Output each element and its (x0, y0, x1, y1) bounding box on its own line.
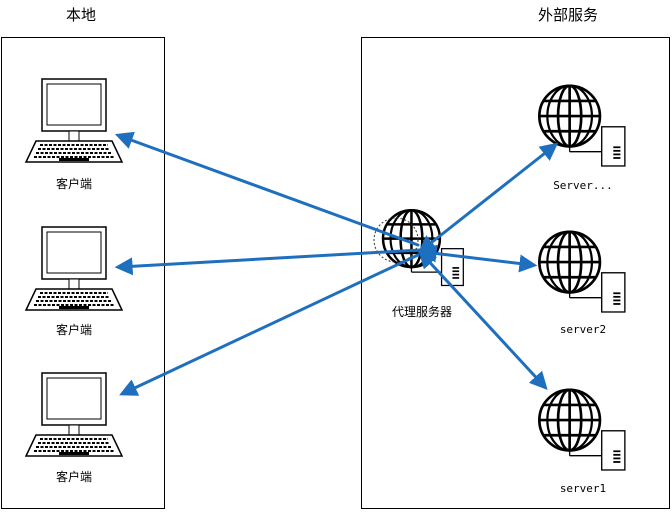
arrow-proxy-client-2 (114, 248, 422, 276)
arrow-proxy-client-3 (119, 253, 420, 396)
local-zone-title: 本地 (66, 6, 97, 24)
server-dots-label: Server... (553, 179, 613, 192)
arrow-proxy-server2 (418, 244, 538, 273)
server2-icon (537, 230, 627, 314)
arrow-proxy-client-1 (114, 131, 420, 247)
server-dots-icon (537, 84, 627, 168)
arrow-proxy-server1 (418, 250, 548, 390)
arrow-proxy-server-dots (417, 142, 559, 254)
server1-icon (537, 388, 627, 472)
server2-label: server2 (559, 323, 607, 336)
client-1-label: 客户端 (55, 177, 92, 191)
client-2-label: 客户端 (55, 323, 92, 337)
client-2-icon (24, 226, 124, 312)
proxy-server-label: 代理服务器 (391, 305, 452, 319)
external-zone-title: 外部服务 (538, 6, 599, 24)
client-1-icon (24, 78, 124, 164)
server1-label: server1 (559, 482, 607, 495)
client-3-label: 客户端 (55, 470, 92, 484)
client-3-icon (24, 372, 124, 458)
